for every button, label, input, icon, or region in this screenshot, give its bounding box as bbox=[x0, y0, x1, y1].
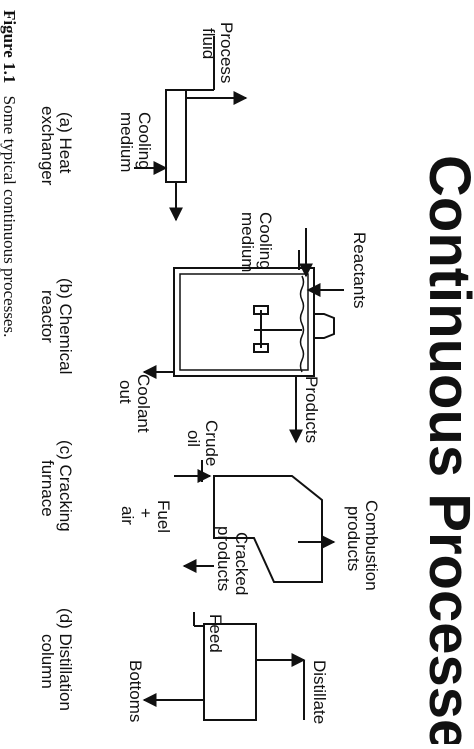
reactor-vessel bbox=[179, 273, 309, 371]
reactor-jacket bbox=[173, 267, 315, 377]
label-products: Products bbox=[302, 376, 321, 443]
label-coolant-out-1: Coolant bbox=[134, 374, 153, 433]
label-crude-oil-1: Crude bbox=[202, 420, 221, 466]
heat-exchanger-body bbox=[165, 89, 187, 183]
label-cracked-products-2: products bbox=[214, 526, 233, 591]
label-fuel-air-2: + bbox=[136, 508, 155, 518]
distillation-column-body bbox=[203, 623, 257, 721]
label-cracked-products-1: Cracked bbox=[232, 532, 251, 595]
label-feed: Feed bbox=[206, 614, 225, 653]
panel-heat-exchanger bbox=[134, 36, 248, 222]
label-bottoms: Bottoms bbox=[126, 660, 145, 722]
caption-chemical-reactor-1: (b) Chemical bbox=[56, 278, 75, 374]
caption-heat-exchanger-2: exchanger bbox=[38, 106, 57, 186]
figure-caption: Figure 1.1 Some typical continuous proce… bbox=[0, 10, 19, 337]
agitator-shaft bbox=[299, 275, 305, 373]
figure-label: Figure 1.1 bbox=[0, 10, 19, 83]
caption-chemical-reactor-2: reactor bbox=[38, 290, 57, 343]
caption-heat-exchanger-1: (a) Heat bbox=[56, 112, 75, 174]
caption-distillation-column-2: column bbox=[38, 634, 57, 689]
label-distillate: Distillate bbox=[310, 660, 329, 724]
figure-caption-text: Some typical continuous processes. bbox=[0, 96, 19, 338]
label-combustion-products-2: products bbox=[344, 506, 363, 571]
label-cooling-medium-a-2: medium bbox=[117, 112, 136, 172]
label-fuel-air-1: Fuel bbox=[154, 500, 173, 533]
agitator-motor bbox=[313, 313, 335, 339]
label-cooling-medium-b-1: Cooling bbox=[256, 212, 275, 270]
caption-cracking-furnace-1: (c) Cracking bbox=[56, 440, 75, 532]
label-coolant-out-2: out bbox=[116, 380, 135, 404]
label-reactants: Reactants bbox=[350, 232, 369, 309]
label-combustion-products-1: Combustion bbox=[362, 500, 381, 591]
label-cooling-medium-a-1: Cooling bbox=[135, 112, 154, 170]
caption-distillation-column-1: (d) Distillation bbox=[56, 608, 75, 711]
panel-cracking-furnace bbox=[174, 460, 336, 583]
label-process-fluid-1: Process bbox=[217, 22, 236, 83]
label-fuel-air-3: air bbox=[118, 506, 137, 525]
panel-chemical-reactor bbox=[142, 228, 344, 444]
caption-cracking-furnace-2: furnace bbox=[38, 460, 57, 517]
label-cooling-medium-b-2: medium bbox=[238, 212, 257, 272]
label-process-fluid-2: fluid bbox=[199, 28, 218, 59]
panel-distillation-column bbox=[142, 612, 306, 721]
furnace-body bbox=[213, 475, 323, 583]
label-crude-oil-2: oil bbox=[184, 430, 203, 447]
page-heading: Continuous Processes bbox=[417, 155, 474, 744]
